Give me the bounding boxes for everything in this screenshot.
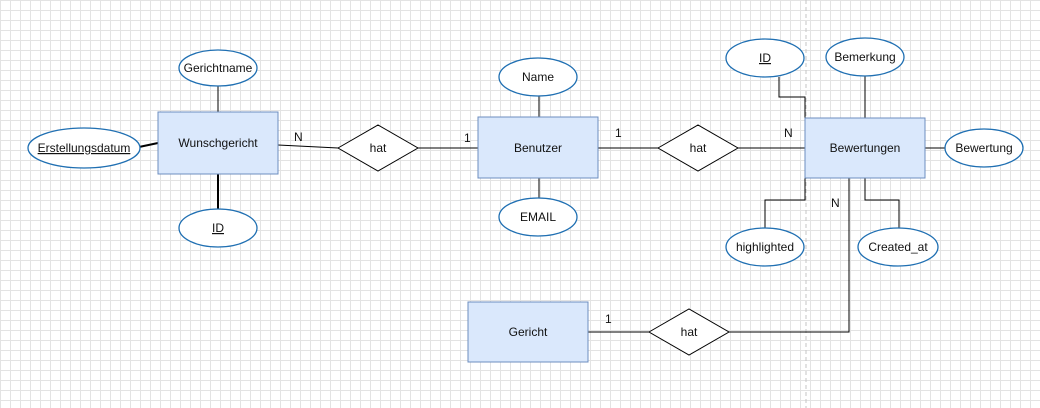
entity-bewertungen[interactable]: Bewertungen [804,117,926,179]
attribute-wunsch-id[interactable]: ID [178,208,258,248]
attribute-bewertung[interactable]: Bewertung [944,128,1024,168]
entity-wunschgericht[interactable]: Wunschgericht [157,111,279,175]
connector-highlighted [764,178,806,228]
relationship-wunsch-benutzer[interactable]: hat [336,124,420,172]
attribute-bewertung-label: Bewertung [955,141,1012,155]
entity-bewertungen-label: Bewertungen [830,141,901,155]
entity-benutzer-label: Benutzer [514,141,562,155]
relationship-benutzer-bewertungen[interactable]: hat [656,124,740,172]
attribute-gerichtname[interactable]: Gerichtname [178,49,258,87]
cardinality-benutzer-1-left: 1 [464,131,471,145]
connector-created-at [864,178,900,228]
attribute-created-at-label: Created_at [868,240,928,254]
cardinality-wunsch-n: N [294,130,303,144]
entity-gericht-label: Gericht [509,325,548,339]
attribute-bemerkung[interactable]: Bemerkung [825,37,905,77]
entity-wunschgericht-label: Wunschgericht [178,136,258,150]
connector-bew-id [778,77,806,118]
cardinality-bewertungen-n-bottom: N [831,196,840,210]
cardinality-gericht-1: 1 [605,312,612,326]
attribute-email-label: EMAIL [520,210,556,224]
attribute-bemerkung-label: Bemerkung [834,50,895,64]
attribute-erstellungsdatum[interactable]: Erstellungsdatum [27,127,141,169]
attribute-highlighted[interactable]: highlighted [725,227,805,267]
attribute-bew-id-label: ID [759,51,771,65]
cardinality-bewertungen-n-left: N [784,126,793,140]
attribute-highlighted-label: highlighted [736,240,794,254]
relationship-benutzer-bewertungen-label: hat [690,141,707,155]
attribute-gerichtname-label: Gerichtname [184,61,253,75]
attribute-name[interactable]: Name [498,57,578,97]
relationship-wunsch-benutzer-label: hat [370,141,387,155]
connectors [138,76,945,333]
entity-benutzer[interactable]: Benutzer [477,116,599,179]
attribute-wunsch-id-label: ID [212,221,224,235]
cardinality-benutzer-1-right: 1 [615,126,622,140]
connector-bewertungen-rel3 [729,178,850,333]
connector-wunsch-rel1 [277,144,339,149]
attribute-created-at[interactable]: Created_at [857,227,939,267]
entity-gericht[interactable]: Gericht [467,301,589,363]
attribute-email[interactable]: EMAIL [498,197,578,237]
relationship-gericht-bewertungen-label: hat [681,325,698,339]
attribute-erstellungsdatum-label: Erstellungsdatum [38,141,131,155]
attribute-bew-id[interactable]: ID [725,38,805,78]
connector-erstellungsdatum [138,142,159,148]
relationship-gericht-bewertungen[interactable]: hat [647,308,731,356]
attribute-name-label: Name [522,70,554,84]
